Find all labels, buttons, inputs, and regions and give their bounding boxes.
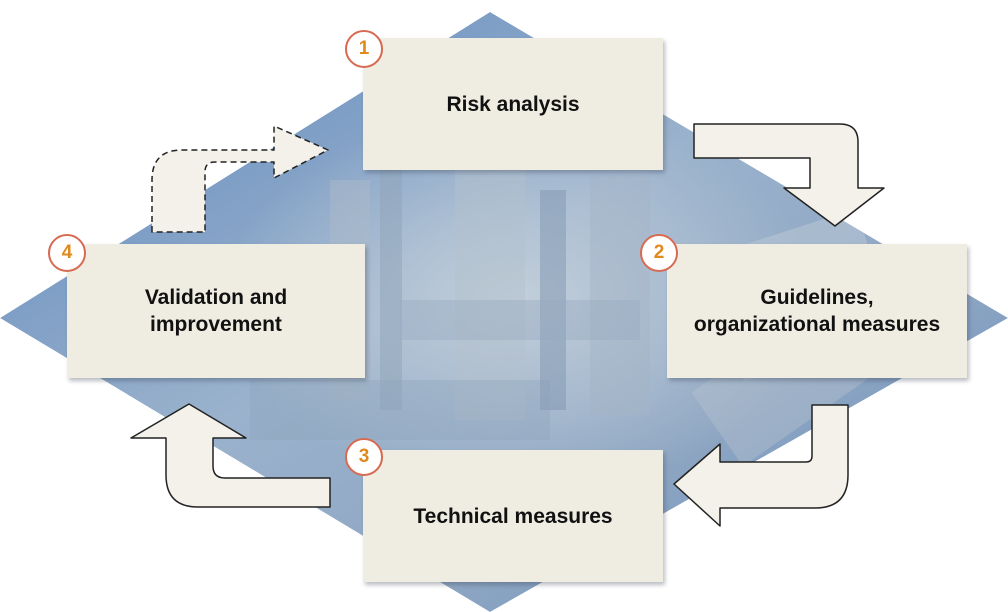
- dashed-curved-arrow-4-to-1: [151, 125, 329, 233]
- step-3-number-badge: 3: [345, 438, 383, 476]
- step-4-label: Validation and improvement: [144, 286, 288, 336]
- step-4-number: 4: [61, 242, 73, 263]
- step-1-number: 1: [358, 38, 370, 59]
- step-1-box: Risk analysis: [363, 38, 663, 170]
- curved-arrow-2-to-3: [673, 404, 849, 527]
- step-3-box: Technical measures: [363, 450, 663, 582]
- step-2-label: Guidelines, organizational measures: [693, 286, 941, 336]
- step-3-number: 3: [358, 446, 370, 467]
- curved-arrow-3-to-4: [130, 403, 331, 508]
- step-2-number: 2: [653, 242, 665, 263]
- step-4-number-badge: 4: [48, 234, 86, 272]
- step-3-label: Technical measures: [413, 504, 613, 528]
- step-2-number-badge: 2: [640, 234, 678, 272]
- step-1-number-badge: 1: [345, 30, 383, 68]
- step-4-box: Validation and improvement: [67, 244, 365, 378]
- step-1-label: Risk analysis: [446, 92, 580, 116]
- step-2-box: Guidelines, organizational measures: [667, 244, 967, 378]
- curved-arrow-1-to-2: [693, 123, 885, 227]
